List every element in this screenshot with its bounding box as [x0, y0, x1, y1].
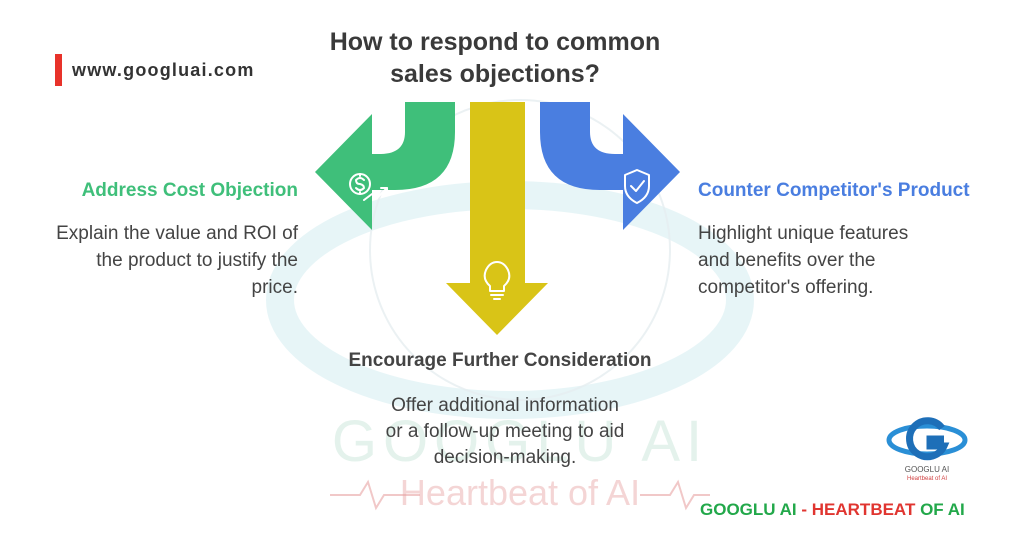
arrow-yellow — [446, 102, 548, 335]
footer-separator: - — [796, 500, 812, 519]
watermark-subtitle: Heartbeat of AI — [399, 472, 641, 513]
description-line: price. — [251, 277, 298, 298]
dollar-growth-icon — [349, 173, 388, 201]
arrow-green — [315, 102, 455, 230]
description-line: or a follow-up meeting to aid — [385, 421, 625, 442]
competitor-description: Highlight unique features and benefits o… — [698, 220, 1008, 301]
title-line: sales objections? — [390, 60, 600, 88]
description-line: decision-making. — [433, 447, 577, 468]
shield-check-icon — [624, 169, 650, 204]
description-line: Explain the value and ROI of — [56, 223, 298, 244]
description-line: and benefits over the — [698, 250, 876, 271]
lightbulb-icon — [483, 261, 511, 300]
arrow-blue — [540, 102, 680, 230]
description-line: competitor's offering. — [698, 277, 874, 298]
consideration-description: Offer additional information or a follow… — [340, 393, 670, 471]
logo-caption: GOOGLU AI — [904, 465, 950, 474]
footer-of-ai: OF AI — [915, 500, 965, 519]
description-line: Highlight unique features — [698, 223, 909, 244]
footer-brand-name: GOOGLU AI — [700, 500, 797, 519]
footer-heartbeat: HEARTBEAT — [811, 500, 916, 519]
competitor-heading: Counter Competitor's Product — [698, 180, 970, 201]
consideration-heading: Encourage Further Consideration — [348, 350, 652, 371]
footer-brand: GOOGLU AI - HEARTBEAT OF AI — [700, 500, 965, 520]
url-accent-bar — [55, 54, 62, 86]
googlu-logo — [886, 417, 968, 461]
description-line: the product to justify the — [96, 250, 298, 271]
watermark-text: GOOGLU AI — [331, 409, 709, 474]
description-line: Offer additional information — [391, 395, 619, 416]
cost-objection-heading: Address Cost Objection — [81, 180, 298, 201]
logo-tagline: Heartbeat of AI — [906, 476, 948, 482]
cost-objection-description: Explain the value and ROI of the product… — [20, 220, 298, 301]
website-url: www.googluai.com — [72, 60, 255, 80]
title-line: How to respond to common — [329, 28, 661, 56]
diagram-title: How to respond to common sales objection… — [260, 26, 730, 90]
